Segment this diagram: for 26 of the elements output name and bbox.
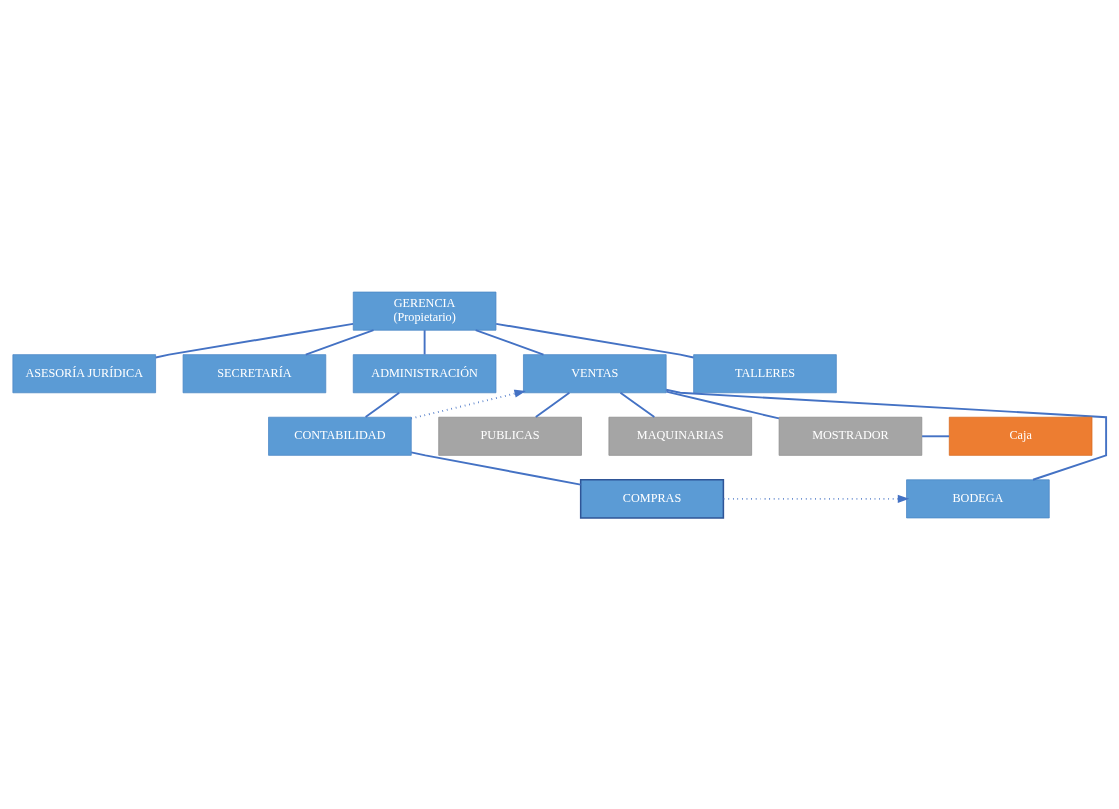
connector [665, 388, 1108, 481]
node-box: PUBLICAS [438, 416, 582, 456]
node-box: CONTABILIDAD [268, 416, 412, 456]
arrow [410, 389, 526, 419]
connector [410, 450, 582, 486]
node-box: VENTAS [523, 353, 667, 393]
node-box: TALLERES [693, 353, 837, 393]
node-box: BODEGA [906, 478, 1050, 518]
node-box: GERENCIA (Propietario) [352, 291, 497, 331]
connector [423, 328, 426, 355]
connector [665, 390, 780, 419]
node-box: Caja [948, 416, 1093, 456]
node-box: MAQUINARIAS [608, 416, 752, 456]
node-box: COMPRAS [579, 478, 725, 519]
connector [364, 391, 401, 418]
connector [474, 328, 545, 355]
node-box: ADMINISTRACIÓN [352, 353, 497, 393]
node-box: MOSTRADOR [778, 416, 923, 456]
connector [534, 391, 571, 418]
connector [304, 328, 375, 355]
node-box: SECRETARÍA [182, 353, 327, 393]
connector [921, 434, 951, 437]
connector [154, 322, 354, 358]
connector [495, 322, 695, 358]
connector [619, 391, 656, 418]
node-box: ASESORÍA JURÍDICA [12, 353, 156, 393]
